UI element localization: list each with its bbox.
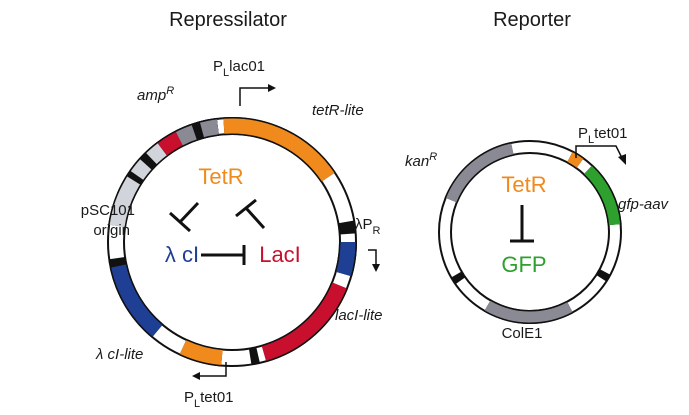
terminator-block (338, 220, 356, 235)
terminator-block (109, 256, 127, 268)
arrowhead-ptet (192, 372, 200, 380)
label-gfp-aav: gfp-aav (618, 196, 670, 213)
gene-arc-cole1 (484, 300, 573, 323)
gene-arc-lambda-promoter (336, 241, 356, 277)
terminator-block (248, 347, 260, 365)
terminator-block (126, 170, 144, 185)
gene-arc-kanR (446, 143, 514, 203)
protein-laci: LacI (259, 242, 301, 267)
label-tetR-lite: tetR-lite (312, 102, 364, 119)
label-lambda-pr: λPR (355, 216, 381, 237)
gene-arc-cI-lite (111, 264, 163, 337)
arrowhead-reporter (618, 154, 626, 165)
inhibition-tetr-to-ci (168, 201, 200, 233)
inhibition-tetr-to-gfp (510, 205, 534, 243)
promoter-arrow-lambda (368, 249, 377, 268)
gene-arc-pSC101-origin (109, 143, 167, 228)
protein-lambda-ci: λ cI (165, 242, 199, 267)
arrowhead-plac (268, 84, 276, 92)
repressilator-plasmid: PLlac01 ampR tetR-lite λPR lacI-lite pSC… (81, 58, 383, 410)
inhibition-laci-to-tetr (235, 198, 266, 230)
label-cole1: ColE1 (502, 325, 543, 342)
gene-arc-ptet-reporter (567, 152, 584, 168)
gene-arc-ptet-region (179, 340, 223, 366)
gene-arc-gfp-aav (584, 165, 621, 226)
gene-arc-lacI-lite (261, 282, 347, 361)
protein-tetr-reporter: TetR (501, 172, 546, 197)
arrowhead-lambda (372, 264, 380, 272)
label-ampR: ampR (137, 85, 174, 104)
label-lacI-lite: lacI-lite (335, 307, 383, 324)
terminator-block (451, 271, 466, 285)
promoter-arrow-reporter (575, 145, 623, 159)
label-pSC101: pSC101 (81, 202, 135, 219)
promoter-arrow-plac (239, 87, 268, 106)
label-kanR: kanR (405, 151, 437, 170)
promoter-arrow-ptet (198, 362, 227, 377)
protein-tetr: TetR (198, 164, 243, 189)
label-plac01: PLlac01 (213, 58, 265, 79)
reporter-plasmid: PLtet01 kanR gfp-aav ColE1 TetR GFP (405, 125, 670, 342)
inhibition-ci-to-laci (201, 245, 246, 265)
label-ptet01-reporter: PLtet01 (578, 125, 628, 146)
gene-arc-tetR-lite (223, 118, 335, 182)
terminator-block (139, 152, 158, 170)
terminator-block (191, 122, 205, 140)
title-repressilator: Repressilator (169, 9, 287, 31)
label-ptet01-repressilator: PLtet01 (184, 389, 234, 410)
label-origin: origin (93, 222, 130, 239)
protein-gfp: GFP (501, 252, 546, 277)
terminator-block (596, 269, 611, 282)
label-cI-lite: λ cI-lite (95, 346, 143, 363)
title-reporter: Reporter (493, 9, 571, 31)
